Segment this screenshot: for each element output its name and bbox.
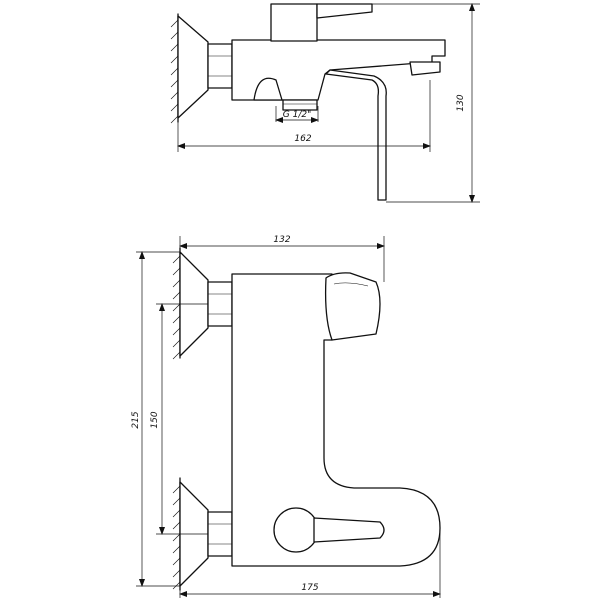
side-aerator (409, 61, 441, 76)
front-centers-height-dimension: 150 (150, 303, 208, 535)
front-lower-connector (207, 511, 233, 557)
side-height-dimension: 130 (372, 3, 480, 203)
side-thread-label: G 1/2" (283, 110, 311, 120)
side-thread-dimension: G 1/2" (275, 106, 319, 123)
front-centers-height-label: 150 (150, 411, 160, 428)
front-wall (172, 247, 181, 591)
side-outlet-notch (253, 77, 283, 101)
front-total-height-label: 215 (131, 411, 141, 428)
front-bottom-width-dimension: 175 (179, 530, 441, 598)
side-view: G 1/2" 162 130 (170, 3, 480, 203)
front-faucet-body (231, 273, 441, 567)
side-height-label: 130 (456, 94, 466, 111)
side-thread-connector (282, 99, 318, 111)
front-upper-connector (207, 281, 233, 327)
side-diverter-lever (325, 69, 387, 201)
side-length-label: 162 (294, 134, 311, 144)
side-handle-top (270, 3, 318, 42)
front-total-height-dimension: 215 (131, 251, 180, 587)
front-view: 132 215 150 175 (131, 235, 441, 598)
side-escutcheon (177, 15, 209, 119)
front-handle-head (324, 272, 381, 341)
side-connector-nut (207, 43, 233, 89)
front-diverter-lever (273, 507, 385, 553)
front-top-width-label: 132 (273, 235, 290, 245)
side-wall (170, 13, 179, 124)
side-length-dimension: 162 (177, 80, 431, 152)
front-top-width-dimension: 132 (179, 235, 385, 282)
front-bottom-width-label: 175 (301, 583, 318, 593)
